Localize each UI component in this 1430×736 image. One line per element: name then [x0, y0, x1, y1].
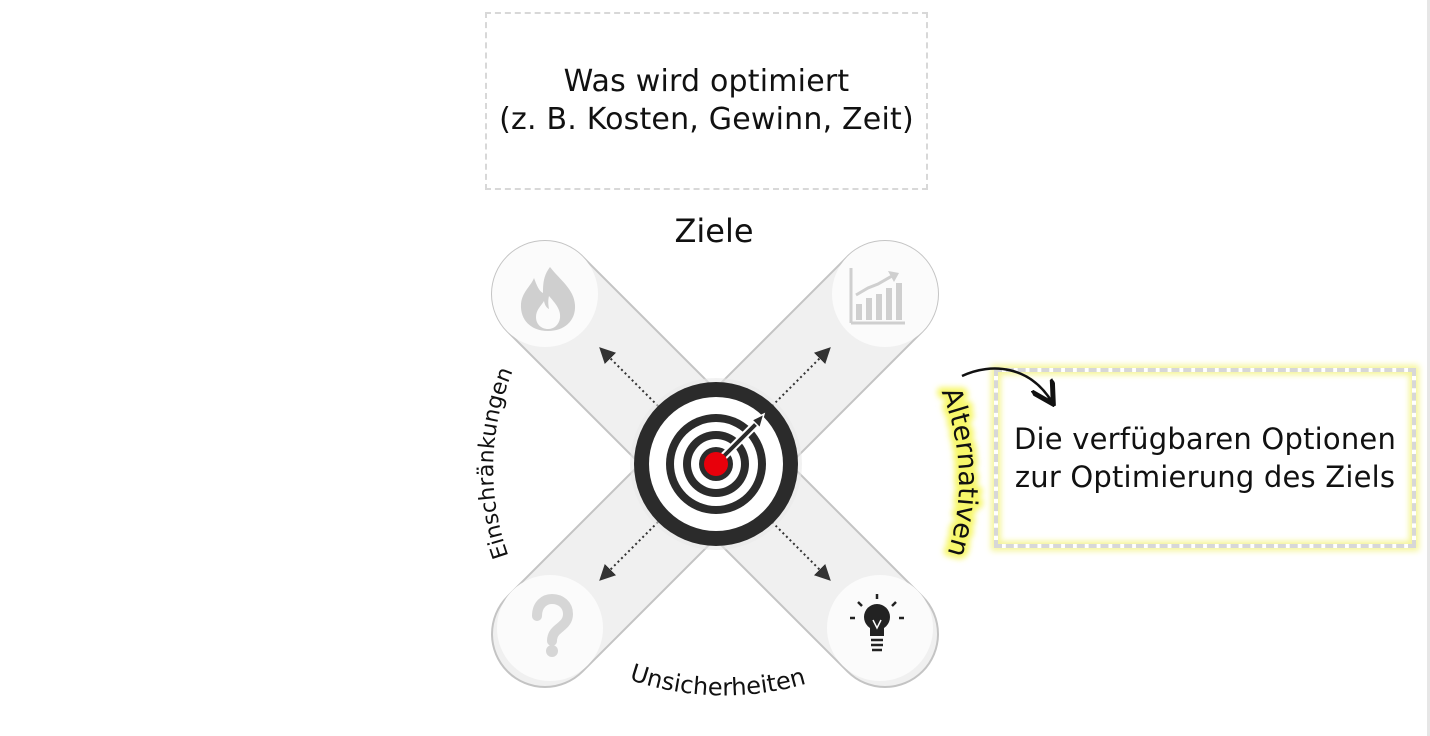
label-alternatives: Alternativen — [935, 383, 983, 560]
alternatives-line-1: Die verfügbaren Optionen — [1013, 422, 1397, 456]
bar-chart-icon — [849, 268, 905, 325]
arrow-to-constraints — [599, 347, 659, 407]
arrow-to-uncertainties — [599, 521, 659, 581]
fire-icon — [520, 267, 576, 331]
corner-circle-top-right — [832, 241, 938, 347]
lightbulb-icon — [850, 594, 904, 652]
label-uncertainties: Unsicherheiten — [627, 658, 808, 701]
objective-line-1: Was wird optimiert — [563, 64, 850, 99]
objective-line-2: (z. B. Kosten, Gewinn, Zeit) — [499, 102, 914, 137]
objective-box: Was wird optimiert (z. B. Kosten, Gewinn… — [485, 12, 928, 190]
arrow-to-alternatives — [771, 521, 831, 581]
curved-arrow-to-alternatives-box — [961, 367, 1052, 402]
alternatives-box: Die verfügbaren Optionen zur Optimierung… — [994, 368, 1416, 548]
alternatives-line-2: zur Optimierung des Ziels — [1014, 460, 1396, 494]
label-constraints: Einschränkungen — [474, 364, 518, 562]
page-edge — [1427, 0, 1430, 736]
label-goals: Ziele — [674, 212, 753, 250]
corner-circle-bottom-left — [497, 575, 603, 681]
question-mark-icon — [532, 593, 574, 657]
arrow-to-goals — [771, 347, 831, 407]
target-icon — [630, 378, 802, 550]
